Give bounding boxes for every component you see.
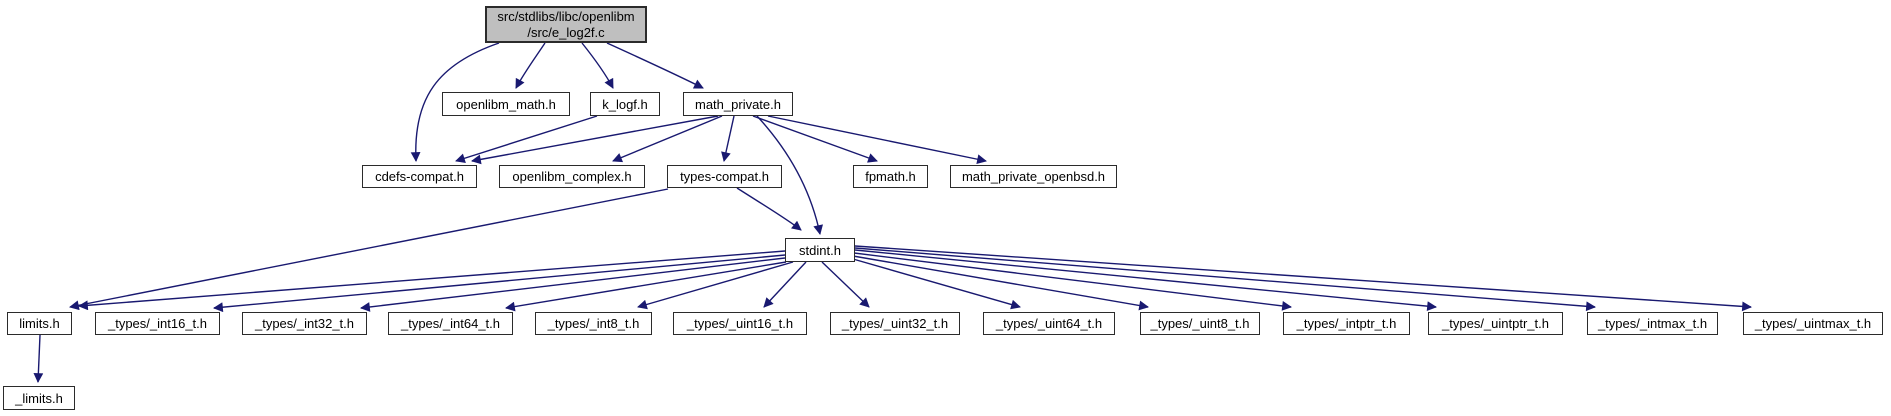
edge-types_compat-limits [69,188,669,311]
node-uint8[interactable]: _types/_uint8_t.h [1140,312,1260,335]
edge-stdint-uint32 [821,261,870,308]
edge-stdint-uint64 [852,258,1021,310]
node-int64[interactable]: _types/_int64_t.h [388,312,513,335]
node-uintptr[interactable]: _types/_uintptr_t.h [1428,312,1563,335]
edge-math_private-openlibm_complex [612,115,723,163]
node-intptr[interactable]: _types/_intptr_t.h [1283,312,1410,335]
node-openlibm_complex[interactable]: openlibm_complex.h [499,165,645,188]
edge-math_private-stdint [756,115,823,235]
edge-limits-limits_private [33,334,44,383]
node-cdefs_compat[interactable]: cdefs-compat.h [362,165,477,188]
edge-types_compat-stdint [736,187,802,231]
edge-stdint-int8 [637,261,794,310]
edge-math_private-types_compat [721,115,735,162]
node-int32[interactable]: _types/_int32_t.h [242,312,367,335]
node-uintmax[interactable]: _types/_uintmax_t.h [1743,312,1883,335]
node-limits_private[interactable]: _limits.h [3,386,75,410]
edge-stdint-intmax [854,247,1596,312]
node-k_logf[interactable]: k_logf.h [590,92,660,116]
edge-stdint-int64 [505,261,787,312]
node-uint32[interactable]: _types/_uint32_t.h [830,312,960,335]
edge-math_private-cdefs_compat [471,115,719,165]
node-stdint[interactable]: stdint.h [785,238,855,262]
node-uint64[interactable]: _types/_uint64_t.h [983,312,1115,335]
node-e_log2f: src/stdlibs/libc/openlibm /src/e_log2f.c [485,6,647,43]
edge-e_log2f-math_private [606,42,704,89]
node-uint16[interactable]: _types/_uint16_t.h [673,312,807,335]
edge-stdint-int16 [213,254,786,313]
edge-math_private-fpmath [752,115,878,163]
edge-math_private-math_private_openbsd [767,115,987,165]
node-fpmath[interactable]: fpmath.h [853,165,928,188]
node-openlibm_math[interactable]: openlibm_math.h [442,92,570,116]
edge-stdint-uint16 [763,261,807,308]
node-int8[interactable]: _types/_int8_t.h [535,312,652,335]
node-intmax[interactable]: _types/_intmax_t.h [1587,312,1718,335]
node-int16[interactable]: _types/_int16_t.h [95,312,220,335]
edge-stdint-uintmax [854,245,1752,312]
edge-k_logf-cdefs_compat [455,115,598,163]
node-limits[interactable]: limits.h [7,312,72,335]
edge-e_log2f-cdefs_compat [410,42,500,162]
edge-stdint-limits [78,250,786,311]
node-math_private_openbsd[interactable]: math_private_openbsd.h [950,165,1117,188]
edge-stdint-uintptr [854,249,1437,312]
node-math_private[interactable]: math_private.h [683,92,793,116]
edge-stdint-intptr [853,252,1292,311]
edge-e_log2f-openlibm_math [515,42,546,89]
edge-stdint-int32 [360,257,786,312]
edge-stdint-uint8 [852,255,1149,311]
edge-e_log2f-k_logf [581,42,614,89]
node-types_compat[interactable]: types-compat.h [667,165,782,188]
